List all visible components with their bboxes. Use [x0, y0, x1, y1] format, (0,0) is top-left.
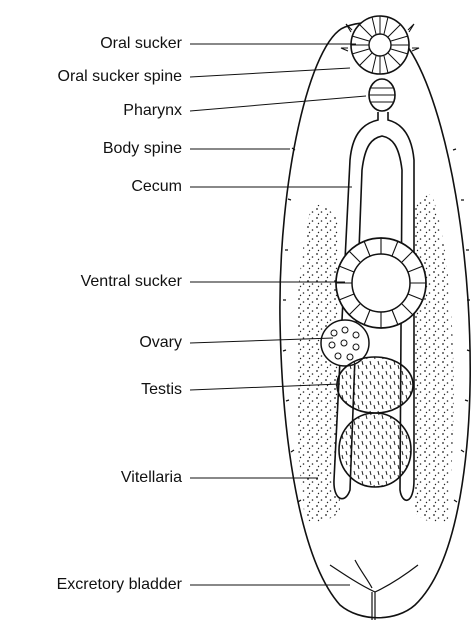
label-oral-sucker: Oral sucker	[100, 35, 182, 53]
label-cecum: Cecum	[131, 178, 182, 196]
label-pharynx: Pharynx	[123, 102, 182, 120]
testis-posterior	[339, 413, 411, 487]
ventral-sucker	[336, 238, 426, 328]
vitellaria-right	[412, 195, 454, 523]
label-oral-sucker-spine: Oral sucker spine	[58, 68, 183, 86]
testis-anterior	[337, 357, 413, 413]
label-excretory-bladder: Excretory bladder	[57, 576, 182, 594]
label-vitellaria: Vitellaria	[121, 469, 182, 487]
label-body-spine: Body spine	[103, 140, 182, 158]
excretory-bladder	[330, 560, 418, 620]
label-ventral-sucker: Ventral sucker	[81, 273, 182, 291]
label-ovary: Ovary	[139, 334, 182, 352]
label-testis: Testis	[141, 381, 182, 399]
oral-sucker	[351, 16, 409, 74]
